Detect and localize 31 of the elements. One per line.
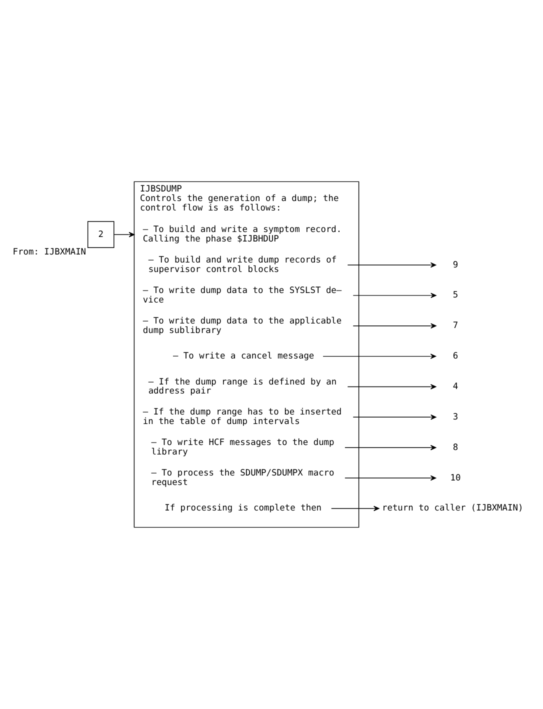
node-label: From: IJBXMAIN [12,248,86,258]
node-text: – To process the SDUMP/SDUMPX macro request [151,468,334,488]
node-text: 3 [452,412,458,422]
node-text: return to caller (IJBXMAIN) [382,504,524,514]
arrow [114,232,135,238]
arrow [344,475,436,481]
node-text: – If the dump range has to be inserted in the table of dump intervals [142,408,342,428]
node-text: – To write a cancel message [172,352,314,362]
node-text: – To write HCF messages to the dump library [151,438,334,458]
node-text: – If the dump range is defined by an address pair [148,377,337,397]
node-text: 8 [452,442,458,453]
arrow [352,414,436,420]
arrow [347,262,436,268]
arrow [352,292,436,298]
node-box: 2 [87,221,114,248]
node-text: 10 [450,473,461,484]
arrow [344,444,436,450]
node-text: 5 [452,290,458,301]
arrow [352,323,436,329]
arrow [331,506,380,512]
node-text: – To build and write a symptom record. Calling the phase $IJBHDUP [142,225,342,245]
node-text: – To write dump data to the applicable dump sublibrary [142,316,342,336]
node-text: – To build and write dump records of supervisor control blocks [148,256,337,275]
arrow [322,354,436,359]
node-text: 4 [452,382,458,392]
arrow [347,384,436,390]
node-text: – To write dump data to the SYSLST de– vice [142,286,342,306]
node-text: 7 [452,321,458,332]
node-text: 6 [452,352,458,362]
node-text: If processing is complete then [164,504,322,514]
node-text: 9 [452,260,458,270]
